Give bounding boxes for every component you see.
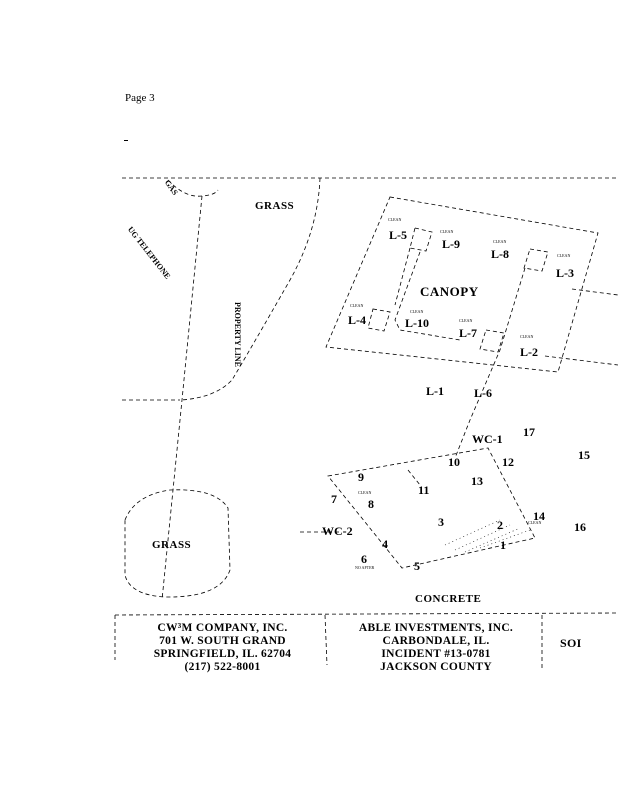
consultant-address: 701 W. SOUTH GRAND (159, 635, 286, 647)
status-l5: CLEAN (388, 217, 402, 222)
point-l2: L-2 (520, 345, 538, 359)
boring-2: 2 (497, 518, 503, 532)
consultant-phone: (217) 522-8001 (184, 661, 261, 673)
incident-number: INCIDENT #13-0781 (381, 648, 491, 660)
boring-9: 9 (358, 470, 364, 484)
area-label-grass-bottom: GRASS (152, 539, 192, 551)
property-line (179, 177, 321, 401)
boring-5: 5 (414, 559, 420, 573)
point-l5: L-5 (389, 228, 407, 242)
point-l1: L-1 (426, 384, 444, 398)
ug-telephone-line (161, 195, 203, 601)
dispenser-1 (409, 227, 433, 252)
boring-7: 7 (331, 492, 337, 506)
product-line-c (394, 247, 411, 306)
client-name: ABLE INVESTMENTS, INC. (358, 622, 514, 634)
boring-3: 3 (438, 515, 444, 529)
boring-4: 4 (382, 537, 388, 551)
boring-16: 16 (574, 520, 586, 534)
point-l7: L-7 (459, 326, 477, 340)
title-block-client: ABLE INVESTMENTS, INC. CARBONDALE, IL. I… (330, 622, 542, 674)
boring-14: 14 (533, 509, 545, 523)
boring-8: 8 (368, 497, 374, 511)
status-b14: CLEAN (528, 520, 542, 525)
consultant-name: CW³M COMPANY, INC. (157, 622, 288, 634)
boring-6: 6 (361, 552, 367, 566)
page-number: Page 3 (125, 92, 155, 104)
point-l4: L-4 (348, 313, 366, 327)
status-l7: CLEAN (459, 318, 473, 323)
canopy-outline (325, 196, 599, 373)
point-l6: L-6 (474, 386, 492, 400)
line-10-11 (407, 469, 421, 486)
grass-oval-outline (124, 489, 231, 598)
title-block-div1 (324, 614, 328, 666)
title-block-consultant: CW³M COMPANY, INC. 701 W. SOUTH GRAND SP… (120, 622, 325, 674)
dispenser-2 (523, 248, 549, 272)
boring-12: 12 (502, 455, 514, 469)
canopy-edge-right-bottom (544, 355, 618, 366)
area-label-canopy: CANOPY (420, 284, 479, 299)
sheet-label: SOI (560, 636, 582, 650)
dispenser-4 (479, 329, 505, 353)
boring-13: 13 (471, 474, 483, 488)
status-l8: CLEAN (493, 239, 507, 244)
status-l2: CLEAN (520, 334, 534, 339)
boring-17: 17 (523, 425, 535, 439)
margin-mark (124, 140, 128, 141)
title-block-top (114, 612, 618, 616)
tank-field-outline (327, 447, 536, 569)
point-l9: L-9 (442, 237, 460, 251)
canopy-edge-right-top (571, 288, 618, 296)
status-l4: CLEAN (350, 303, 364, 308)
area-label-concrete: CONCRETE (415, 593, 482, 605)
contamination-hatch (444, 519, 531, 553)
product-line-a (394, 251, 461, 341)
point-l8: L-8 (491, 247, 509, 261)
product-line-b (454, 267, 526, 459)
status-l9: CLEAN (440, 229, 454, 234)
boring-11: 11 (418, 483, 430, 497)
status-b6: NO AFTER (355, 565, 375, 570)
client-city: CARBONDALE, IL. (382, 635, 490, 647)
status-l3: CLEAN (557, 253, 571, 258)
well-wc1: WC-1 (472, 432, 503, 446)
area-label-grass-top: GRASS (255, 200, 295, 212)
status-b8: CLEAN (358, 490, 372, 495)
boring-1: 1 (500, 538, 506, 552)
point-l10: L-10 (405, 316, 429, 330)
boring-10: 10 (448, 455, 460, 469)
dispenser-3 (367, 308, 391, 332)
client-county: JACKSON COUNTY (380, 661, 492, 673)
consultant-city: SPRINGFIELD, IL. 62704 (153, 648, 292, 660)
boring-15: 15 (578, 448, 590, 462)
utility-label-property-line: PROPERTY LINE (232, 302, 242, 367)
well-wc2: WC-2 (322, 524, 353, 538)
status-l10: CLEAN (410, 309, 424, 314)
point-l3: L-3 (556, 266, 574, 280)
